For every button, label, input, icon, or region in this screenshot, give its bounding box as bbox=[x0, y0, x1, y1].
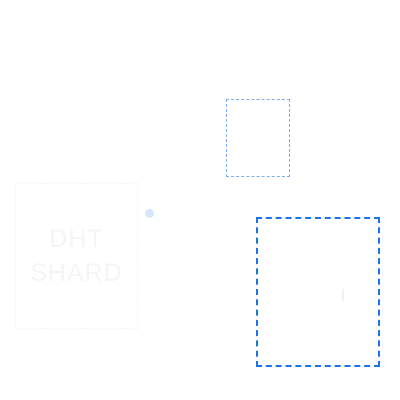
placeholder-frame-small bbox=[226, 99, 290, 177]
shard-card-subtitle: SHARD bbox=[30, 259, 123, 287]
connector-dot bbox=[145, 209, 154, 218]
cursor-mark bbox=[342, 289, 344, 301]
selection-frame[interactable] bbox=[256, 217, 380, 367]
shard-card-label: DHT SHARD bbox=[15, 222, 138, 290]
shard-card bbox=[15, 183, 138, 329]
shard-card-title: DHT bbox=[49, 225, 104, 253]
